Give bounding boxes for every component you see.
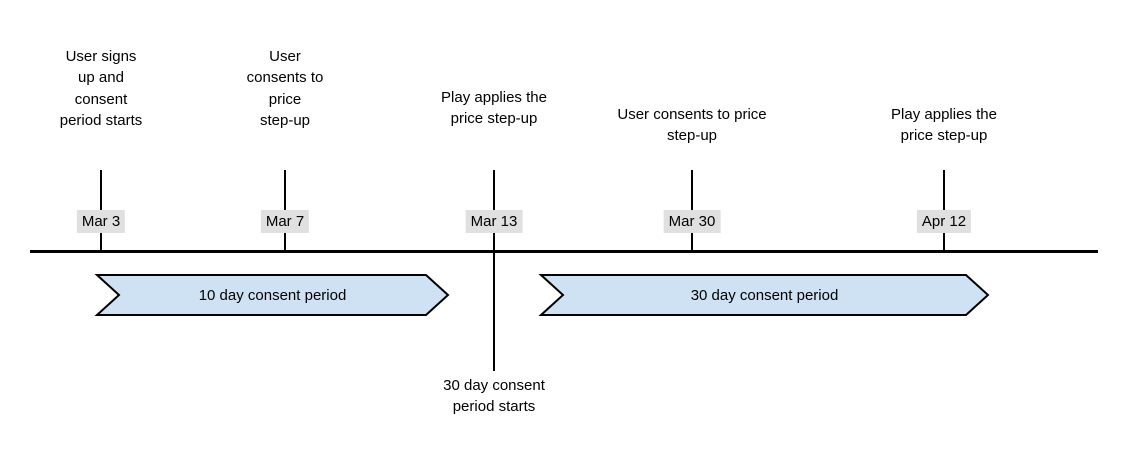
event-tick-upper-mar-3 — [100, 170, 102, 210]
event-tick-upper-mar-13 — [493, 170, 495, 210]
event-tick-lower-mar-30 — [691, 233, 693, 253]
event-tick-upper-apr-12 — [943, 170, 945, 210]
event-tick-lower-apr-12 — [943, 233, 945, 253]
event-caption-apr-12: Play applies the price step-up — [891, 106, 997, 145]
event-caption-mar-13: Play applies the price step-up — [441, 89, 547, 128]
period-banner-thirty-day-consent-period: 30 day consent period — [538, 274, 990, 316]
event-caption-mar-7: User consents to price step-up — [246, 48, 324, 129]
event-tick-upper-mar-30 — [691, 170, 693, 210]
event-date-chip-mar-30[interactable]: Mar 30 — [663, 210, 721, 233]
period-banner-shape-ten-day-consent-period — [94, 274, 450, 316]
event-tick-lower-mar-7 — [284, 233, 286, 253]
event-date-chip-mar-13[interactable]: Mar 13 — [465, 210, 523, 233]
timeline-axis — [30, 250, 1098, 253]
event-tick-upper-mar-7 — [284, 170, 286, 210]
period-banner-ten-day-consent-period: 10 day consent period — [94, 274, 450, 316]
event-tick-lower-mar-3 — [100, 233, 102, 253]
event-caption-mar-30: User consents to price step-up — [617, 106, 767, 145]
event-tick-lower-mar-13 — [493, 233, 495, 253]
event-date-chip-mar-7[interactable]: Mar 7 — [260, 210, 310, 233]
event-drop-line-mar-13 — [493, 250, 495, 371]
event-caption-mar-3: User signs up and consent period starts — [59, 48, 143, 129]
period-banner-shape-thirty-day-consent-period — [538, 274, 990, 316]
event-date-chip-apr-12[interactable]: Apr 12 — [916, 210, 972, 233]
event-below-caption-mar-13: 30 day consent period starts — [443, 377, 545, 416]
event-date-chip-mar-3[interactable]: Mar 3 — [76, 210, 126, 233]
